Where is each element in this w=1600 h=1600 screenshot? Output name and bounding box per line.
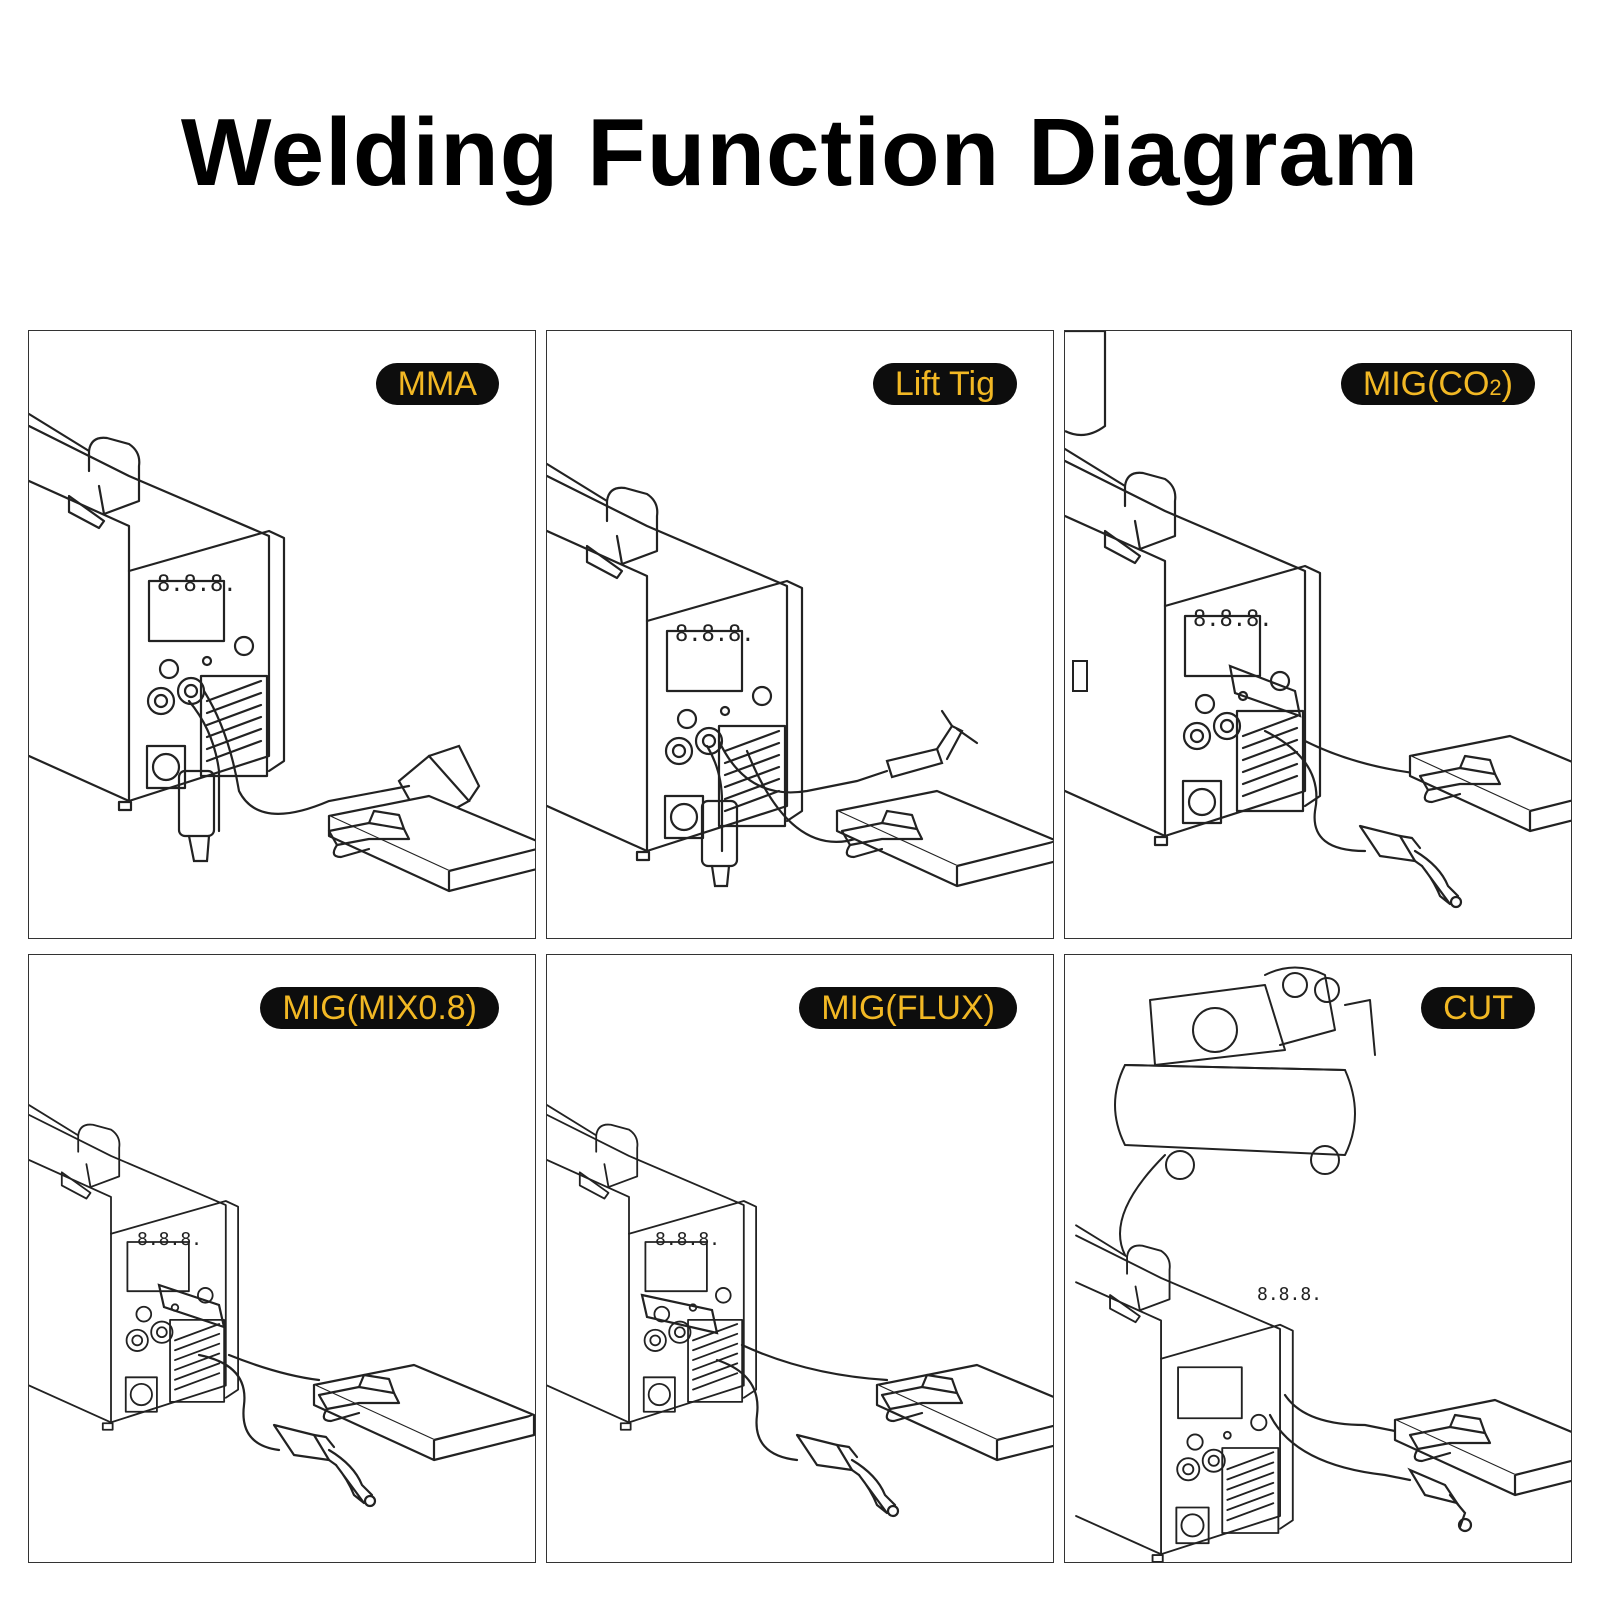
lift-tig-illustration: 8.8.8. [547, 462, 1053, 888]
panel-mig-flux: 8.8.8. MIG(FLUX) [546, 954, 1054, 1563]
panel-lift-tig: 8.8.8. Lift Tig [546, 330, 1054, 939]
mma-display: 8.8.8. [157, 572, 236, 597]
mode-badge-lift-tig: Lift Tig [872, 363, 1017, 405]
mig-mix-illustration: 8.8.8. [29, 1104, 535, 1508]
mig-mix-display: 8.8.8. [137, 1229, 202, 1250]
lift-tig-display: 8.8.8. [675, 622, 754, 647]
mig-co2-display: 8.8.8. [1193, 607, 1272, 632]
cut-display: 8.8.8. [1257, 1284, 1322, 1305]
mode-badge-cut: CUT [1421, 987, 1535, 1029]
mig-flux-display: 8.8.8. [655, 1229, 720, 1250]
cut-illustration: 8.8.8. [1075, 966, 1571, 1562]
mig-co2-illustration: 8.8.8. [1065, 331, 1571, 909]
mode-badge-mig-co2: MIG(CO2) [1340, 363, 1535, 405]
panel-cut: 8.8.8. CUT [1064, 954, 1572, 1563]
mode-badge-mma: MMA [375, 363, 499, 405]
air-compressor-icon [1114, 966, 1376, 1256]
panel-mma: 8.8.8. MMA [28, 330, 536, 939]
mma-illustration: 8.8.8. [29, 412, 535, 893]
page-title: Welding Function Diagram [180, 99, 1420, 206]
mode-badge-mig-flux: MIG(FLUX) [799, 987, 1017, 1029]
mig-flux-illustration: 8.8.8. [547, 1104, 1053, 1518]
panel-mig-mix: 8.8.8. MIG(MIX0.8) [28, 954, 536, 1563]
panel-mig-co2: 8.8.8. MIG(CO2) [1064, 330, 1572, 939]
mode-badge-mig-mix: MIG(MIX0.8) [260, 987, 499, 1029]
